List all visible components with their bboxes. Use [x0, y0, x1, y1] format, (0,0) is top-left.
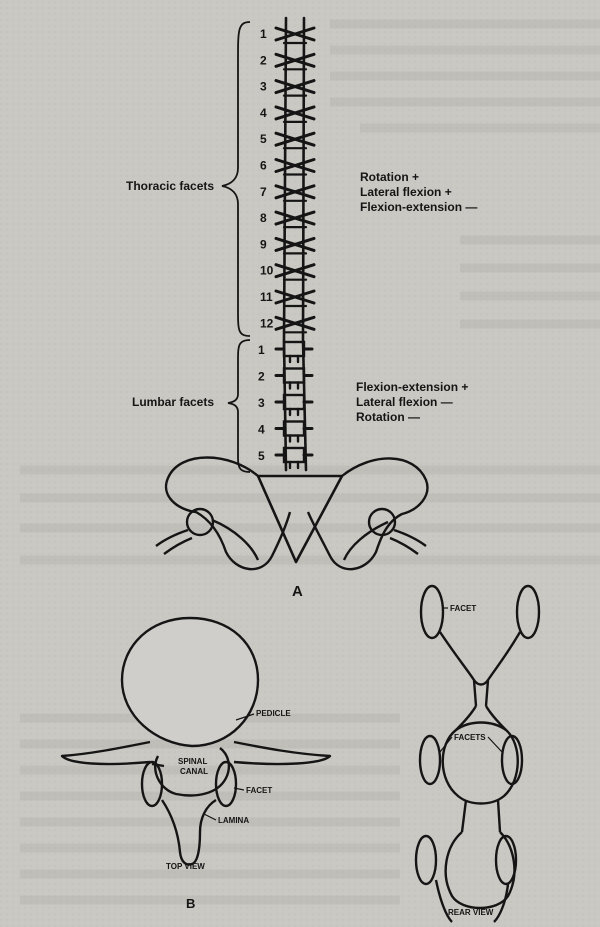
thoracic-vertebra-10	[274, 263, 316, 281]
thoracic-number-11: 11	[260, 290, 273, 304]
lumbar-motion-flexion-extension: Flexion-extension +	[356, 380, 468, 394]
thoracic-facets-label: Thoracic facets	[126, 179, 214, 193]
thoracic-vertebra-11	[274, 289, 316, 308]
thoracic-vertebrae	[274, 26, 316, 334]
thoracic-number-3: 3	[260, 80, 267, 94]
thoracic-number-4: 4	[260, 106, 267, 120]
label-rear-view: REAR VIEW	[448, 908, 494, 917]
thoracic-motion-rotation: Rotation +	[360, 170, 419, 184]
lumbar-vertebra-2	[274, 367, 314, 390]
lumbar-number-3: 3	[258, 396, 265, 410]
thoracic-number-5: 5	[260, 132, 267, 146]
lumbar-vertebra-3	[274, 393, 314, 417]
bleed-through-lines	[20, 19, 600, 905]
label-pedicle: PEDICLE	[256, 709, 291, 718]
lumbar-motion-list: Flexion-extension + Lateral flexion — Ro…	[356, 380, 468, 424]
figure-a-letter: A	[292, 583, 303, 600]
vertebra-top-view-labels: PEDICLE SPINAL CANAL FACET LAMINA TOP VI…	[166, 709, 291, 911]
thoracic-number-8: 8	[260, 211, 267, 225]
label-canal: CANAL	[180, 767, 208, 776]
pedicle-leader-line	[235, 713, 255, 721]
thoracic-vertebra-7	[274, 184, 316, 202]
thoracic-brace	[221, 21, 251, 337]
lumbar-vertebra-5	[274, 446, 314, 470]
label-rear-facets: FACETS	[454, 733, 486, 742]
vertebra-rear-view-illustration	[414, 584, 541, 923]
thoracic-vertebra-4	[274, 105, 316, 123]
facet-leader-line	[233, 787, 245, 791]
label-top-view: TOP VIEW	[166, 862, 205, 871]
label-spinal: SPINAL	[178, 757, 207, 766]
thoracic-number-7: 7	[260, 185, 267, 199]
thoracic-vertebra-1	[274, 26, 316, 45]
lumbar-vertebra-4	[274, 420, 314, 443]
label-lamina: LAMINA	[218, 816, 249, 825]
thoracic-number-12: 12	[260, 316, 274, 330]
vertebra-rear-view-labels: FACET FACETS REAR VIEW	[439, 604, 503, 917]
spinal-column-illustration	[274, 16, 316, 472]
thoracic-number-6: 6	[260, 159, 267, 173]
lumbar-number-5: 5	[258, 449, 265, 463]
lumbar-number-4: 4	[258, 423, 265, 437]
lumbar-motion-lateral-flexion: Lateral flexion —	[356, 395, 453, 409]
figure-b-letter: B	[186, 896, 195, 911]
lumbar-vertebrae	[274, 340, 314, 470]
thoracic-number-2: 2	[260, 53, 267, 67]
thoracic-motion-lateral-flexion: Lateral flexion +	[360, 185, 452, 199]
rear-facets-leader-line-left	[439, 736, 453, 753]
lumbar-brace	[227, 339, 251, 473]
lumbar-motion-rotation: Rotation —	[356, 410, 420, 424]
pelvis-illustration	[155, 456, 429, 571]
vertebra-top-view-illustration	[60, 616, 332, 866]
lumbar-number-1: 1	[258, 343, 265, 357]
label-facet: FACET	[246, 786, 272, 795]
lumbar-number-2: 2	[258, 370, 265, 384]
thoracic-number-1: 1	[260, 27, 267, 41]
thoracic-motion-flexion-extension: Flexion-extension —	[360, 200, 477, 214]
lumbar-vertebra-1	[274, 340, 314, 364]
lumbar-facets-label: Lumbar facets	[132, 395, 214, 409]
lamina-leader-line	[203, 813, 217, 821]
thoracic-vertebra-6	[274, 158, 316, 176]
thoracic-vertebra-5	[274, 131, 316, 150]
thoracic-motion-list: Rotation + Lateral flexion + Flexion-ext…	[360, 170, 477, 214]
lumbar-number-labels: 1 2 3 4 5	[258, 343, 265, 463]
thoracic-number-10: 10	[260, 264, 274, 278]
thoracic-vertebra-3	[274, 79, 316, 97]
thoracic-number-9: 9	[260, 237, 267, 251]
thoracic-vertebra-2	[274, 52, 316, 71]
label-rear-facet: FACET	[450, 604, 476, 613]
thoracic-vertebra-8	[274, 210, 316, 229]
thoracic-vertebra-12	[274, 315, 316, 334]
rear-facets-leader-line-right	[487, 736, 503, 753]
thoracic-vertebra-9	[274, 236, 316, 255]
